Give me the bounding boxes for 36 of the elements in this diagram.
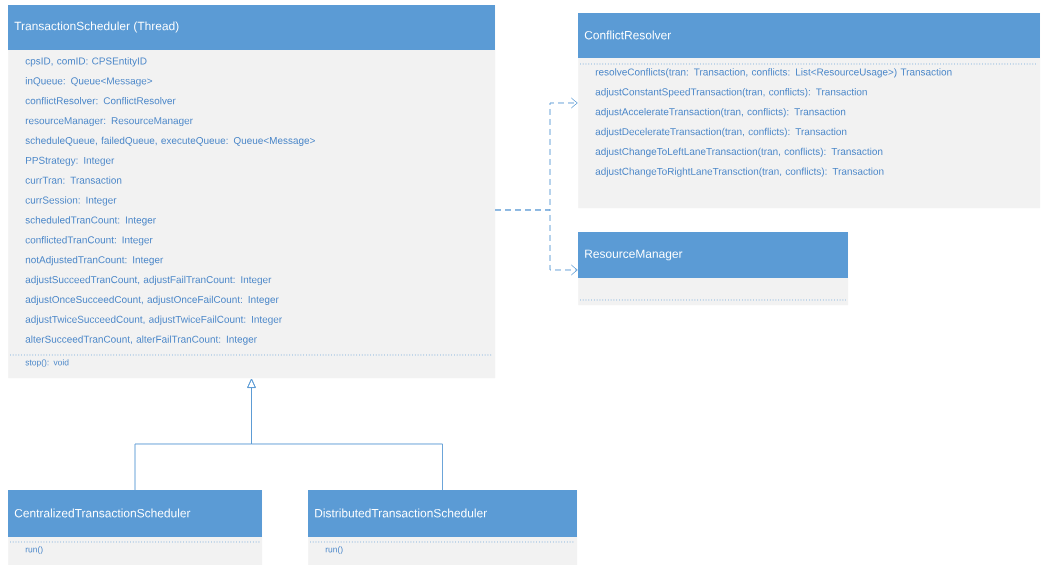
class-name: TransactionScheduler (Thread) xyxy=(14,21,179,33)
attribute-text: alterSucceedTranCount, alterFailTranCount: Integer xyxy=(25,335,257,345)
method-text: adjustChangeToRightLaneTransction(tran, conflicts): Transaction xyxy=(595,167,884,177)
method-text: resolveConflicts(tran: Transaction, conflicts: List<ResourceUsage>) Transaction xyxy=(595,68,952,78)
class-name: ConflictResolver xyxy=(584,30,672,40)
class-box xyxy=(578,13,1041,209)
attribute-text: currSession: Integer xyxy=(25,196,117,206)
method-text: run() xyxy=(325,546,343,555)
method-text: adjustDecelerateTransaction(tran, conflicts): Transaction xyxy=(595,127,847,138)
class-name: CentralizedTransactionScheduler xyxy=(14,508,191,518)
attribute-text: resourceManager: ResourceManager xyxy=(25,117,193,127)
attribute-text: PPStrategy: Integer xyxy=(26,156,115,166)
method-text: adjustChangeToLeftLaneTransaction(tran, conflicts): Transaction xyxy=(595,147,883,157)
attribute-text: currTran: Transaction xyxy=(25,176,122,184)
attribute-text: adjustTwiceSucceedCount, adjustTwiceFailCount: Integer xyxy=(25,315,282,325)
method-text: adjustAccelerateTransaction(tran, conflicts): Transaction xyxy=(595,107,846,118)
class-box xyxy=(308,490,578,565)
attribute-text: scheduleQueue, failedQueue, executeQueue: Queue<Message> xyxy=(25,136,315,146)
method-text: stop(): void xyxy=(25,359,69,368)
attribute-text: inQueue: Queue<Message> xyxy=(25,77,153,87)
class-name: ResourceManager xyxy=(585,249,683,261)
attribute-text: notAdjustedTranCount: Integer xyxy=(25,255,164,266)
attribute-text: scheduledTranCount: Integer xyxy=(25,216,156,226)
class-box xyxy=(8,5,496,379)
arrow xyxy=(494,209,578,276)
class-name: DistributedTransactionScheduler xyxy=(315,508,487,518)
attribute-text: adjustSucceedTranCount, adjustFailTranCount: Integer xyxy=(25,275,272,286)
attribute-text: cpsID, comID: CPSEntityID xyxy=(25,57,147,67)
attribute-text: conflictResolver: ConflictResolver xyxy=(25,96,176,105)
arrow xyxy=(247,378,443,491)
class-box xyxy=(578,232,849,306)
attribute-text: adjustOnceSucceedCount, adjustOnceFailCount: Integer xyxy=(25,295,279,305)
method-text: adjustConstantSpeedTransaction(tran, conflicts): Transaction xyxy=(595,88,867,98)
method-text: run() xyxy=(25,546,43,555)
attribute-text: conflictedTranCount: Integer xyxy=(25,236,153,246)
class-box xyxy=(8,490,263,565)
